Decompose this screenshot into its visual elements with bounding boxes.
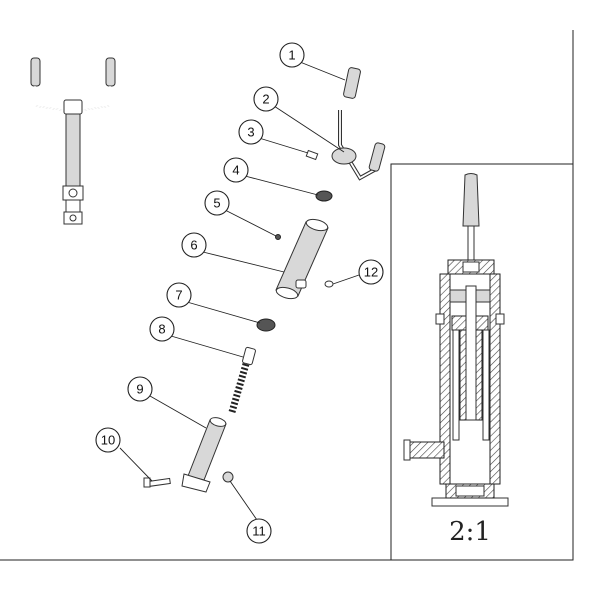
callout-12: 12: [358, 259, 384, 285]
svg-text:11: 11: [252, 524, 266, 539]
part-10-bolt: [143, 477, 171, 488]
drawing-frame: [0, 30, 574, 561]
svg-text:7: 7: [175, 288, 182, 303]
part-8-threaded-rod: [228, 346, 256, 413]
callout-3: 3: [238, 119, 264, 145]
callout-6: 6: [181, 232, 207, 258]
callout-4: 4: [223, 157, 249, 183]
part-1-handle-grip: [343, 67, 361, 99]
svg-text:8: 8: [158, 322, 165, 337]
part-4-washer: [315, 190, 333, 202]
callout-1: 1: [279, 42, 305, 68]
callout-5: 5: [204, 190, 230, 216]
detail-view-border: [390, 163, 574, 561]
svg-text:12: 12: [364, 265, 378, 280]
callout-11: 11: [246, 518, 272, 544]
callout-10: 10: [95, 427, 121, 453]
svg-text:10: 10: [101, 433, 115, 448]
detail-scale-label: 2:1: [449, 517, 491, 547]
svg-text:4: 4: [232, 163, 239, 178]
svg-text:3: 3: [247, 125, 254, 140]
part-6-barrel: [275, 218, 329, 300]
part-7-bushing: [256, 318, 276, 332]
callout-bubbles: 1 2 3 4 5 6 7 8: [95, 42, 384, 544]
detail-section-view: 2:1: [403, 173, 509, 547]
callout-8: 8: [149, 316, 175, 342]
part-5-pin: [275, 234, 281, 240]
callout-7: 7: [166, 282, 192, 308]
leader-lines: [119, 61, 360, 521]
svg-text:9: 9: [136, 382, 143, 397]
part-2-handle: [331, 110, 386, 181]
svg-text:5: 5: [213, 196, 220, 211]
svg-text:6: 6: [190, 238, 197, 253]
exploded-parts: [143, 67, 386, 493]
svg-text:2: 2: [262, 92, 269, 107]
part-11-nut: [222, 471, 234, 483]
assembled-overview: [30, 57, 116, 225]
callout-9: 9: [127, 376, 153, 402]
svg-text:1: 1: [288, 48, 295, 63]
callout-2: 2: [253, 86, 279, 112]
part-9-lower-tube: [181, 417, 227, 493]
part-3-screw: [305, 149, 319, 161]
part-12-o-ring: [324, 280, 334, 288]
